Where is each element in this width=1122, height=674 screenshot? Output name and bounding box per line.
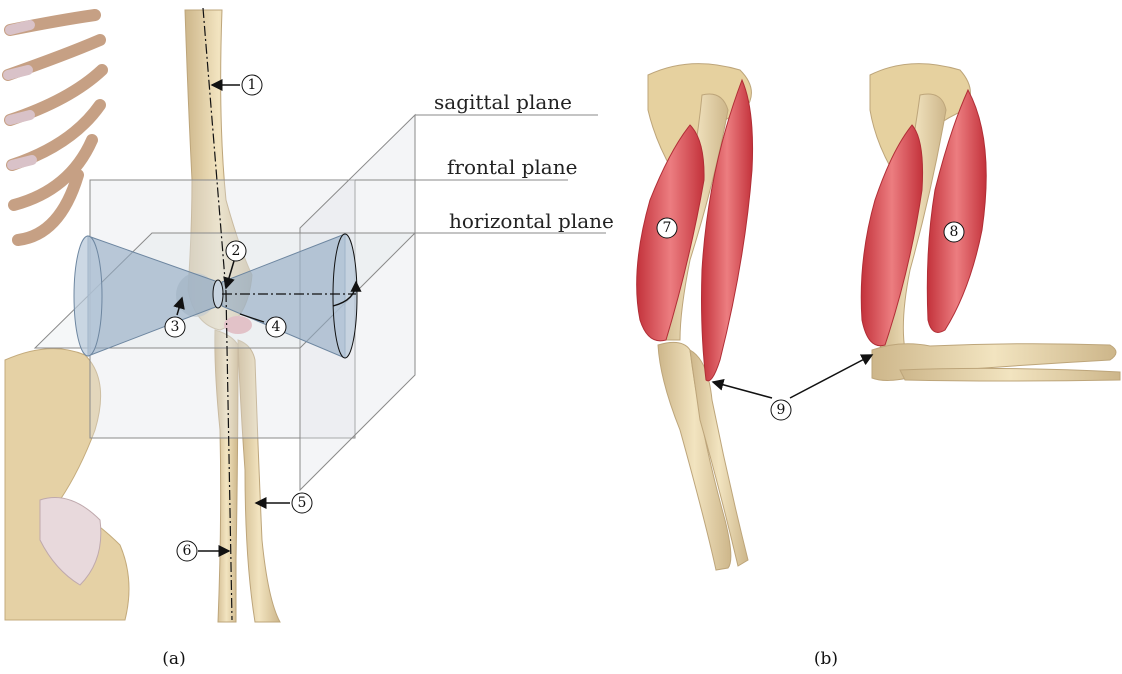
biceps-contracted: [861, 125, 922, 346]
caption-a: (a): [162, 649, 185, 669]
marker-9-arrow-right: [790, 355, 872, 398]
forearm-2b: [900, 368, 1120, 381]
marker-8: 8: [944, 222, 964, 242]
frontal-plane-label: frontal plane: [447, 155, 577, 179]
sagittal-plane-label: sagittal plane: [434, 90, 572, 114]
marker-3-label: 3: [171, 319, 180, 335]
marker-7-label: 7: [663, 220, 672, 236]
marker-5: 5: [292, 493, 312, 513]
marker-5-label: 5: [298, 495, 307, 511]
marker-6-label: 6: [183, 543, 192, 559]
marker-9: 9: [771, 400, 791, 420]
marker-9-arrow-left: [713, 382, 772, 398]
cone-base-right: [333, 234, 357, 358]
ribcage: [8, 15, 102, 240]
panel-a: sagittal plane frontal plane horizontal …: [5, 8, 614, 669]
marker-7: 7: [657, 218, 677, 238]
caption-b: (b): [814, 649, 838, 669]
marker-3: 3: [165, 317, 185, 337]
marker-1-label: 1: [248, 77, 257, 93]
horizontal-plane-label: horizontal plane: [449, 209, 614, 233]
marker-9-label: 9: [777, 402, 786, 418]
marker-4: 4: [266, 317, 286, 337]
joint-center-ellipse: [213, 280, 223, 308]
panel-b: 7 8 9 (b): [637, 64, 1120, 669]
marker-2-label: 2: [232, 243, 241, 259]
cone-base-left: [74, 236, 102, 356]
marker-8-label: 8: [950, 224, 959, 240]
marker-2: 2: [226, 241, 246, 261]
flexed-arm: [861, 64, 1120, 381]
marker-6: 6: [177, 541, 197, 561]
marker-4-label: 4: [272, 319, 281, 335]
extended-arm: [637, 64, 753, 570]
ribcage-cartilage: [8, 25, 32, 165]
marker-1: 1: [242, 75, 262, 95]
